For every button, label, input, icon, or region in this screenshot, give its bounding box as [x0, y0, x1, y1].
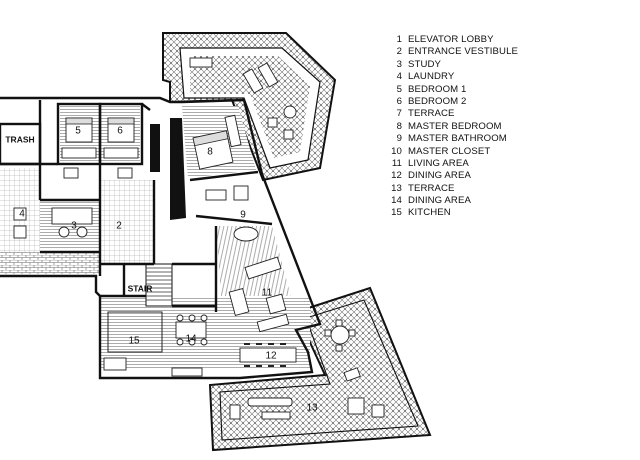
legend-label: BEDROOM 1 — [408, 83, 467, 95]
legend-item: 7 TERRACE — [388, 108, 628, 120]
legend-item: 4 LAUNDRY — [388, 71, 628, 83]
legend-item: 5 BEDROOM 1 — [388, 84, 628, 96]
legend-number: 12 — [391, 170, 402, 182]
room-number-8: 8 — [207, 147, 213, 158]
legend-label: BEDROOM 2 — [408, 95, 467, 107]
room-number-2: 2 — [116, 221, 122, 232]
legend-label: TERRACE — [408, 182, 455, 194]
legend-label: MASTER CLOSET — [408, 145, 491, 157]
room-number-15: 15 — [128, 336, 140, 347]
legend-item: 8 MASTER BEDROOM — [388, 121, 628, 133]
room-number-12: 12 — [265, 351, 277, 362]
legend-label: LIVING AREA — [408, 157, 469, 169]
legend-label: ENTRANCE VESTIBULE — [408, 46, 519, 58]
legend-label: TERRACE — [408, 108, 455, 120]
legend-number: 6 — [396, 95, 402, 107]
legend-label: STUDY — [408, 58, 442, 70]
walls — [0, 96, 322, 380]
legend-item: 6 BEDROOM 2 — [388, 96, 628, 108]
furniture — [13, 114, 297, 377]
legend-number: 1 — [396, 34, 402, 45]
room-number-14: 14 — [185, 334, 197, 345]
legend-number: 15 — [391, 207, 402, 219]
legend-label: DINING AREA — [408, 195, 471, 207]
legend-number: 7 — [396, 108, 402, 120]
legend-item: 10 MASTER CLOSET — [388, 146, 628, 158]
legend-item: 2 ENTRANCE VESTIBULE — [388, 46, 628, 58]
legend-label: KITCHEN — [408, 207, 451, 219]
legend-item: 1 ELEVATOR LOBBY — [388, 34, 628, 46]
legend-number: 5 — [396, 83, 402, 95]
room-number-5: 5 — [75, 126, 81, 137]
legend-number: 9 — [396, 133, 402, 145]
legend-number: 10 — [391, 145, 402, 157]
legend-number: 11 — [391, 157, 402, 169]
terrace-13 — [208, 286, 432, 452]
room-tags: TRASH STAIR — [5, 134, 152, 293]
legend-number: 13 — [391, 182, 402, 194]
room-number-3: 3 — [71, 221, 77, 232]
room-number-13: 13 — [306, 403, 318, 414]
legend-label: LAUNDRY — [408, 71, 455, 83]
legend-label: DINING AREA — [408, 170, 471, 182]
tag-trash: TRASH — [5, 134, 34, 144]
legend-number: 8 — [396, 120, 402, 132]
legend-item: 3 STUDY — [388, 59, 628, 71]
terrace-13-furniture — [229, 319, 385, 420]
room-numbers: 2 3 4 5 6 8 9 11 12 13 14 15 — [19, 126, 318, 414]
legend-label: MASTER BATHROOM — [408, 133, 507, 145]
legend-number: 14 — [391, 195, 402, 207]
terrace-7-furniture — [189, 57, 297, 140]
stair-treads — [145, 263, 173, 307]
tag-stair: STAIR — [128, 283, 153, 293]
legend-number: 3 — [396, 58, 402, 70]
room-number-9: 9 — [240, 210, 246, 221]
legend-item: 11 LIVING AREA — [388, 158, 628, 170]
room-number-4: 4 — [19, 209, 25, 220]
room-number-11: 11 — [262, 288, 273, 299]
room-legend: 1 ELEVATOR LOBBY 2 ENTRANCE VESTIBULE 3 STU… — [388, 34, 628, 220]
legend-label: MASTER BEDROOM — [408, 120, 502, 132]
legend-item: 15 KITCHEN — [388, 207, 628, 219]
legend-label: ELEVATOR LOBBY — [408, 34, 494, 45]
legend-number: 4 — [396, 71, 402, 83]
legend-item: 13 TERRACE — [388, 183, 628, 195]
terrace-7 — [162, 32, 337, 182]
room-number-6: 6 — [117, 126, 123, 137]
legend-item: 9 MASTER BATHROOM — [388, 133, 628, 145]
legend-item: 14 DINING AREA — [388, 195, 628, 207]
legend-number: 2 — [396, 46, 402, 58]
legend-item: 12 DINING AREA — [388, 170, 628, 182]
